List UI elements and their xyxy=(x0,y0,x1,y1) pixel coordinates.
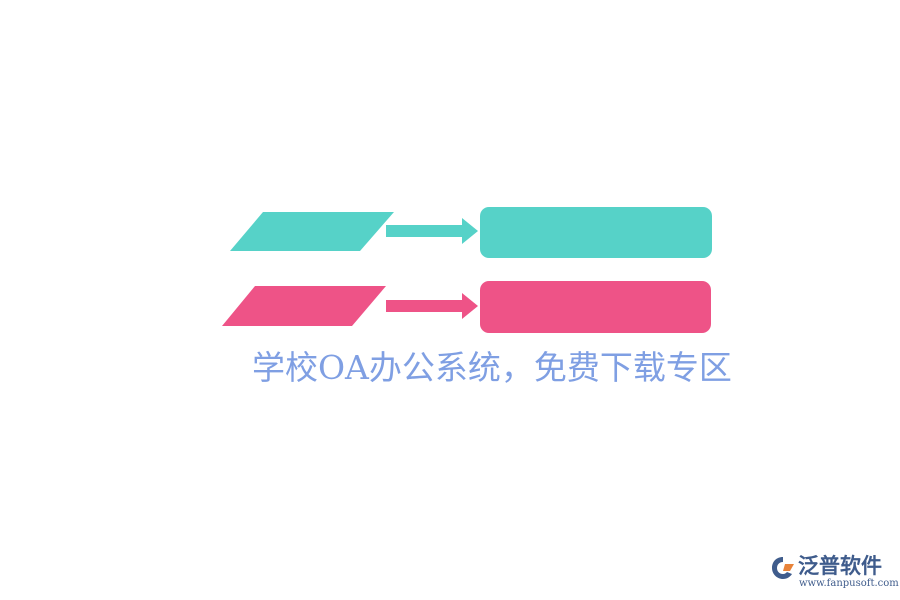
arrow-right-icon xyxy=(386,293,478,319)
brand-logo: 泛普软件 www.fanpusoft.com xyxy=(770,552,899,592)
arrow-right-icon xyxy=(386,218,478,244)
output-box-pink xyxy=(480,281,711,333)
output-box-teal xyxy=(480,207,712,258)
input-parallelogram-pink xyxy=(222,286,386,326)
logo-url: www.fanpusoft.com xyxy=(799,578,899,589)
logo-name: 泛普软件 xyxy=(798,554,882,578)
input-parallelogram-teal xyxy=(230,212,394,251)
fanpu-logo-icon xyxy=(772,557,794,579)
caption-title: 学校OA办公系统，免费下载专区 xyxy=(252,348,732,387)
